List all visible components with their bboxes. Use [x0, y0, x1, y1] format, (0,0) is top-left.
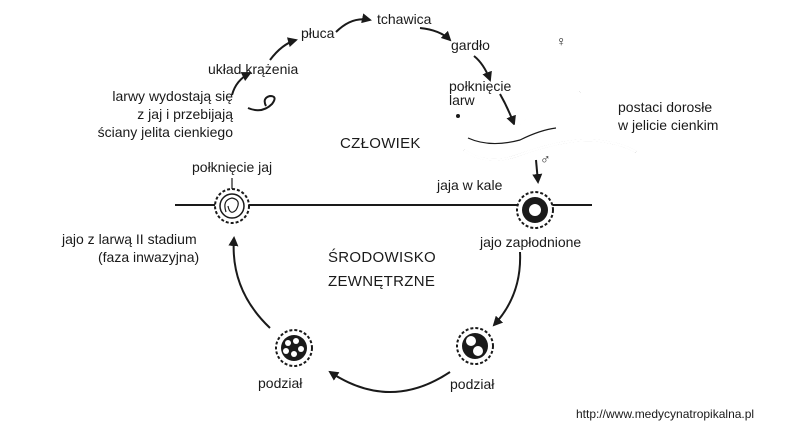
arrow-to-intestine	[499, 93, 516, 126]
arrow-to-pharynx	[419, 27, 452, 42]
label-lungs: płuca	[301, 25, 335, 41]
arrow-fertilized-to-division	[492, 251, 522, 327]
arrow-to-lungs	[269, 37, 298, 61]
arrow-to-invasive-egg	[228, 236, 271, 329]
label-pharynx: gardło	[451, 37, 490, 53]
label-swallow-larvae-1: połknięcie	[449, 78, 511, 94]
arrow-to-feces	[532, 159, 543, 184]
label-division-right: podział	[450, 376, 495, 392]
egg-fertilized-icon	[516, 191, 554, 229]
label-eggs-feces: jaja w kale	[436, 177, 503, 193]
arrow-division-to-division	[328, 370, 451, 393]
egg-division-left-icon	[275, 329, 313, 367]
label-environment-1: ŚRODOWISKO	[328, 248, 436, 266]
female-symbol: ♀	[556, 33, 567, 49]
label-fertilized-egg: jajo zapłodnione	[479, 234, 581, 250]
label-adults-1: postaci dorosłe	[618, 99, 712, 115]
egg-division-right-icon	[456, 327, 494, 365]
arrow-to-swallowing	[473, 55, 492, 82]
arrow-to-trachea	[335, 13, 372, 33]
label-circulation: układ krążenia	[208, 61, 298, 77]
label-invasive-egg-1: jajo z larwą II stadium	[61, 231, 197, 247]
arrow-to-circulation	[231, 72, 252, 96]
label-adults-2: w jelicie cienkim	[617, 117, 718, 133]
label-swallow-larvae-2: larw	[449, 92, 476, 108]
label-division-left: podział	[258, 375, 303, 391]
label-larvae-line-3: ściany jelita cienkiego	[98, 124, 234, 140]
egg-invasive-icon	[214, 188, 250, 224]
male-symbol: ♂	[540, 151, 551, 167]
label-environment-2: ZEWNĘTRZNE	[328, 273, 435, 290]
label-trachea: tchawica	[377, 11, 432, 27]
label-human: CZŁOWIEK	[340, 135, 421, 152]
label-swallow-eggs: połknięcie jaj	[192, 159, 272, 175]
source-url: http://www.medycynatropikalna.pl	[576, 407, 754, 421]
larva-icon	[247, 94, 276, 112]
label-larvae-line-1: larwy wydostają się	[112, 88, 233, 104]
label-invasive-egg-2: (faza inwazyjna)	[98, 249, 199, 265]
adult-worms-icon	[456, 57, 637, 162]
label-larvae-line-2: z jaj i przebijają	[137, 106, 233, 122]
